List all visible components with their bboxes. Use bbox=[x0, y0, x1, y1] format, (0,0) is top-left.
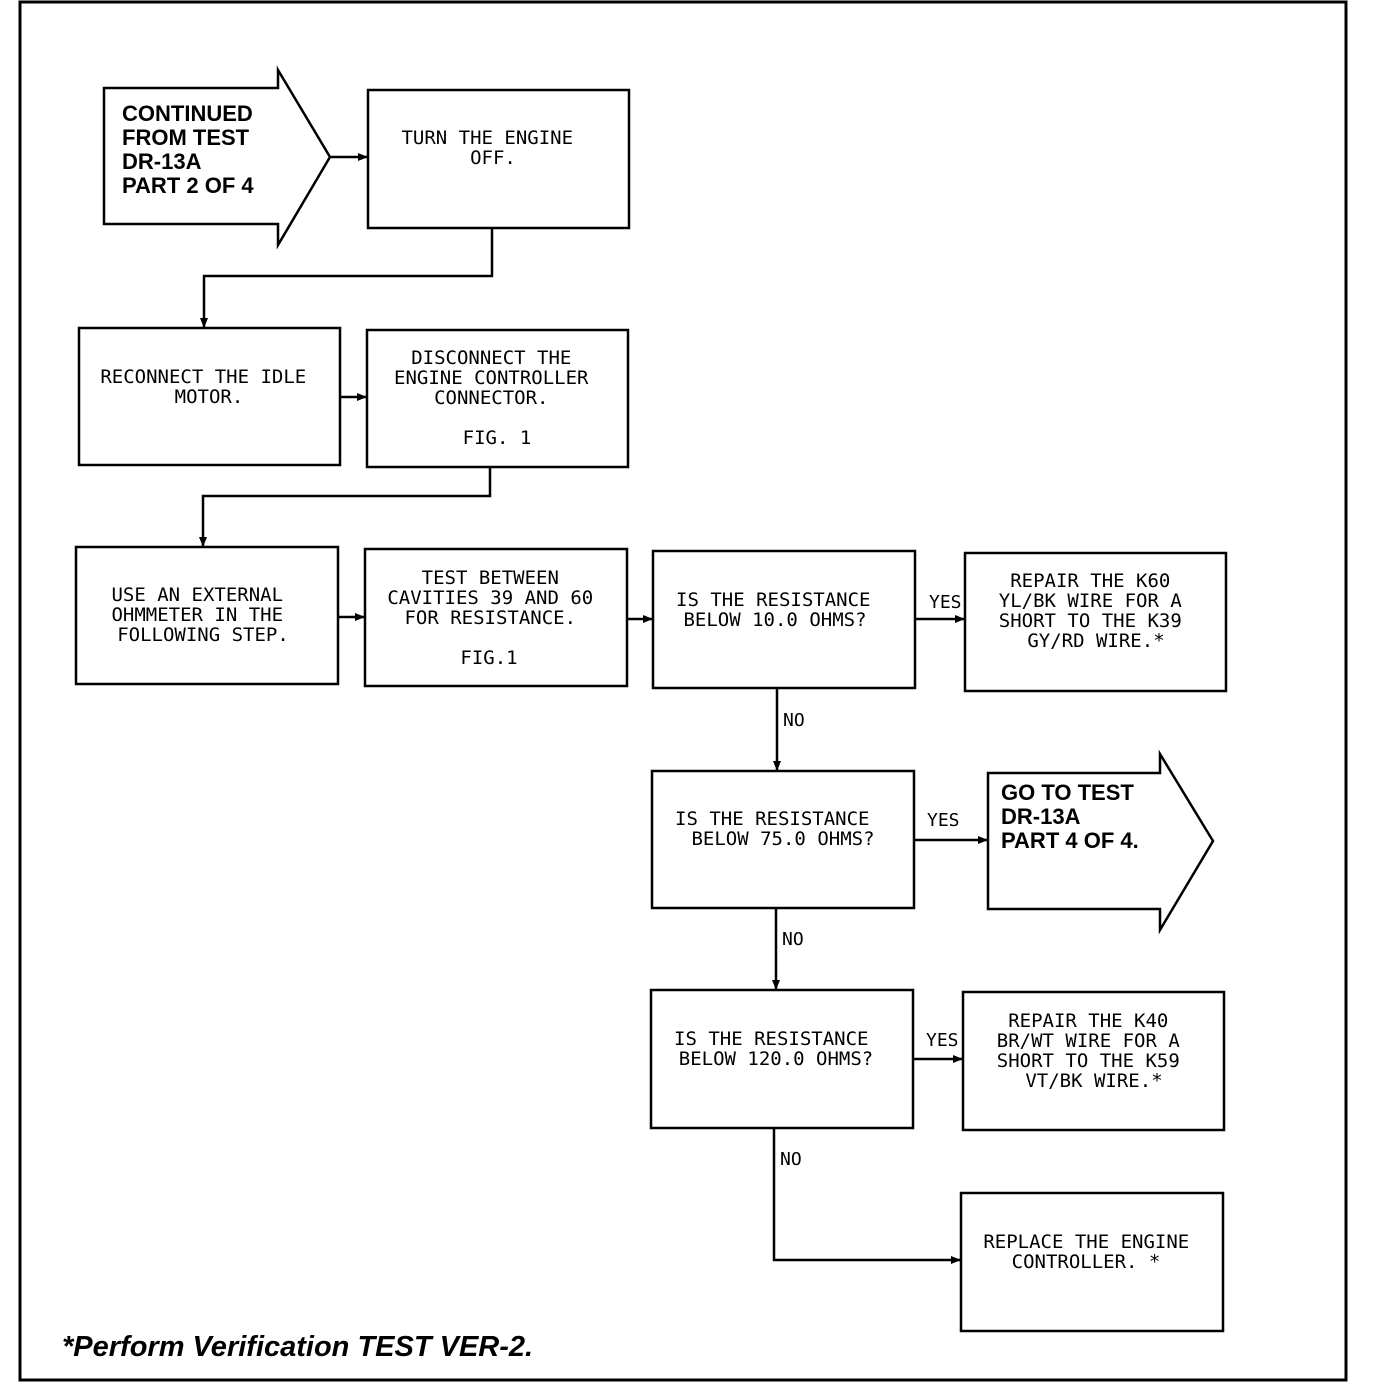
start-arrow-line: DR-13A bbox=[122, 149, 202, 174]
goto-arrow-line: DR-13A bbox=[1001, 804, 1081, 829]
box-line: FIG. 1 bbox=[463, 427, 532, 449]
box-line: FOLLOWING STEP. bbox=[117, 624, 289, 646]
box-line: IS THE RESISTANCE bbox=[676, 589, 870, 611]
box-line: FIG.1 bbox=[460, 647, 517, 669]
disconnect-connector-box bbox=[365, 328, 630, 469]
goto-arrow-text: GO TO TEST DR-13A PART 4 OF 4. bbox=[1001, 780, 1140, 853]
box-line: CONTROLLER. * bbox=[1012, 1251, 1161, 1273]
start-arrow-line: FROM TEST bbox=[122, 125, 250, 150]
question-below-120-box bbox=[649, 988, 915, 1130]
box-line: REPAIR THE K40 bbox=[1008, 1010, 1168, 1032]
box-line: SHORT TO THE K59 bbox=[997, 1050, 1180, 1072]
reconnect-idle-motor-box bbox=[77, 326, 342, 467]
box-line: REPLACE THE ENGINE bbox=[983, 1231, 1189, 1253]
box-line: CAVITIES 39 AND 60 bbox=[387, 587, 593, 609]
box-line: TURN THE ENGINE bbox=[401, 127, 573, 149]
goto-arrow-line: PART 4 OF 4. bbox=[1001, 828, 1139, 853]
box-line: RECONNECT THE IDLE bbox=[100, 366, 306, 388]
box-line: GY/RD WIRE.* bbox=[1027, 630, 1164, 652]
footer-note: *Perform Verification TEST VER-2. bbox=[62, 1331, 533, 1363]
start-arrow-line: CONTINUED bbox=[122, 101, 253, 126]
repair-k60-text: REPAIR THE K60 YL/BK WIRE FOR A SHORT TO… bbox=[999, 570, 1193, 652]
turn-engine-off-box bbox=[366, 88, 631, 230]
connector-arrow bbox=[772, 1128, 961, 1264]
goto-arrow-line: GO TO TEST bbox=[1001, 780, 1134, 805]
box-line: BELOW 75.0 OHMS? bbox=[691, 828, 874, 850]
yes-label: YES bbox=[926, 1030, 959, 1051]
yes-label: YES bbox=[929, 592, 962, 613]
no-label: NO bbox=[780, 1149, 802, 1170]
yes-label: YES bbox=[927, 810, 960, 831]
disconnect-connector-text: DISCONNECT THE ENGINE CONTROLLER CONNECT… bbox=[394, 347, 600, 449]
box-line: VT/BK WIRE.* bbox=[1025, 1070, 1162, 1092]
no-label: NO bbox=[782, 929, 804, 950]
box-line: TEST BETWEEN bbox=[422, 567, 559, 589]
repair-k60-box bbox=[963, 551, 1228, 693]
start-arrow-shape bbox=[102, 65, 332, 250]
replace-controller-text: REPLACE THE ENGINE CONTROLLER. * bbox=[983, 1231, 1200, 1273]
box-line: IS THE RESISTANCE bbox=[674, 1028, 868, 1050]
test-cavities-text: TEST BETWEEN CAVITIES 39 AND 60 FOR RESI… bbox=[387, 567, 604, 669]
box-line: FOR RESISTANCE. bbox=[404, 607, 576, 629]
box-line: BR/WT WIRE FOR A bbox=[997, 1030, 1181, 1052]
repair-k40-text: REPAIR THE K40 BR/WT WIRE FOR A SHORT TO… bbox=[997, 1010, 1191, 1092]
question-below-10-box bbox=[651, 549, 917, 690]
box-line: BELOW 120.0 OHMS? bbox=[679, 1048, 873, 1070]
turn-engine-off-text: TURN THE ENGINE OFF. bbox=[401, 127, 584, 169]
use-ohmmeter-text: USE AN EXTERNAL OHMMETER IN THE FOLLOWIN… bbox=[111, 584, 294, 646]
box-line: OFF. bbox=[470, 147, 516, 169]
box-line: BELOW 10.0 OHMS? bbox=[683, 609, 866, 631]
box-line: YL/BK WIRE FOR A bbox=[999, 590, 1183, 612]
use-ohmmeter-box bbox=[74, 545, 340, 686]
box-line: MOTOR. bbox=[175, 386, 244, 408]
box-line: OHMMETER IN THE bbox=[111, 604, 283, 626]
box-line: CONNECTOR. bbox=[434, 387, 548, 409]
reconnect-idle-motor-text: RECONNECT THE IDLE MOTOR. bbox=[100, 366, 317, 408]
box-line: USE AN EXTERNAL bbox=[111, 584, 283, 606]
replace-controller-box bbox=[959, 1191, 1225, 1333]
question-below-120-text: IS THE RESISTANCE BELOW 120.0 OHMS? bbox=[674, 1028, 880, 1070]
box-line: IS THE RESISTANCE bbox=[675, 808, 869, 830]
no-label: NO bbox=[783, 710, 805, 731]
question-below-10-text: IS THE RESISTANCE BELOW 10.0 OHMS? bbox=[676, 589, 882, 631]
question-below-75-box bbox=[650, 769, 916, 910]
start-arrow-text: CONTINUED FROM TEST DR-13A PART 2 OF 4 bbox=[122, 101, 259, 198]
start-arrow-line: PART 2 OF 4 bbox=[122, 173, 254, 198]
connector-arrow bbox=[200, 228, 494, 328]
box-line: REPAIR THE K60 bbox=[1010, 570, 1170, 592]
connector-arrow bbox=[199, 467, 492, 547]
box-line: ENGINE CONTROLLER bbox=[394, 367, 589, 389]
repair-k40-box bbox=[961, 990, 1226, 1132]
page-border bbox=[18, 0, 1348, 1382]
box-line: SHORT TO THE K39 bbox=[999, 610, 1182, 632]
goto-arrow-shape bbox=[986, 749, 1215, 935]
box-line: DISCONNECT THE bbox=[411, 347, 571, 369]
question-below-75-text: IS THE RESISTANCE BELOW 75.0 OHMS? bbox=[675, 808, 881, 850]
